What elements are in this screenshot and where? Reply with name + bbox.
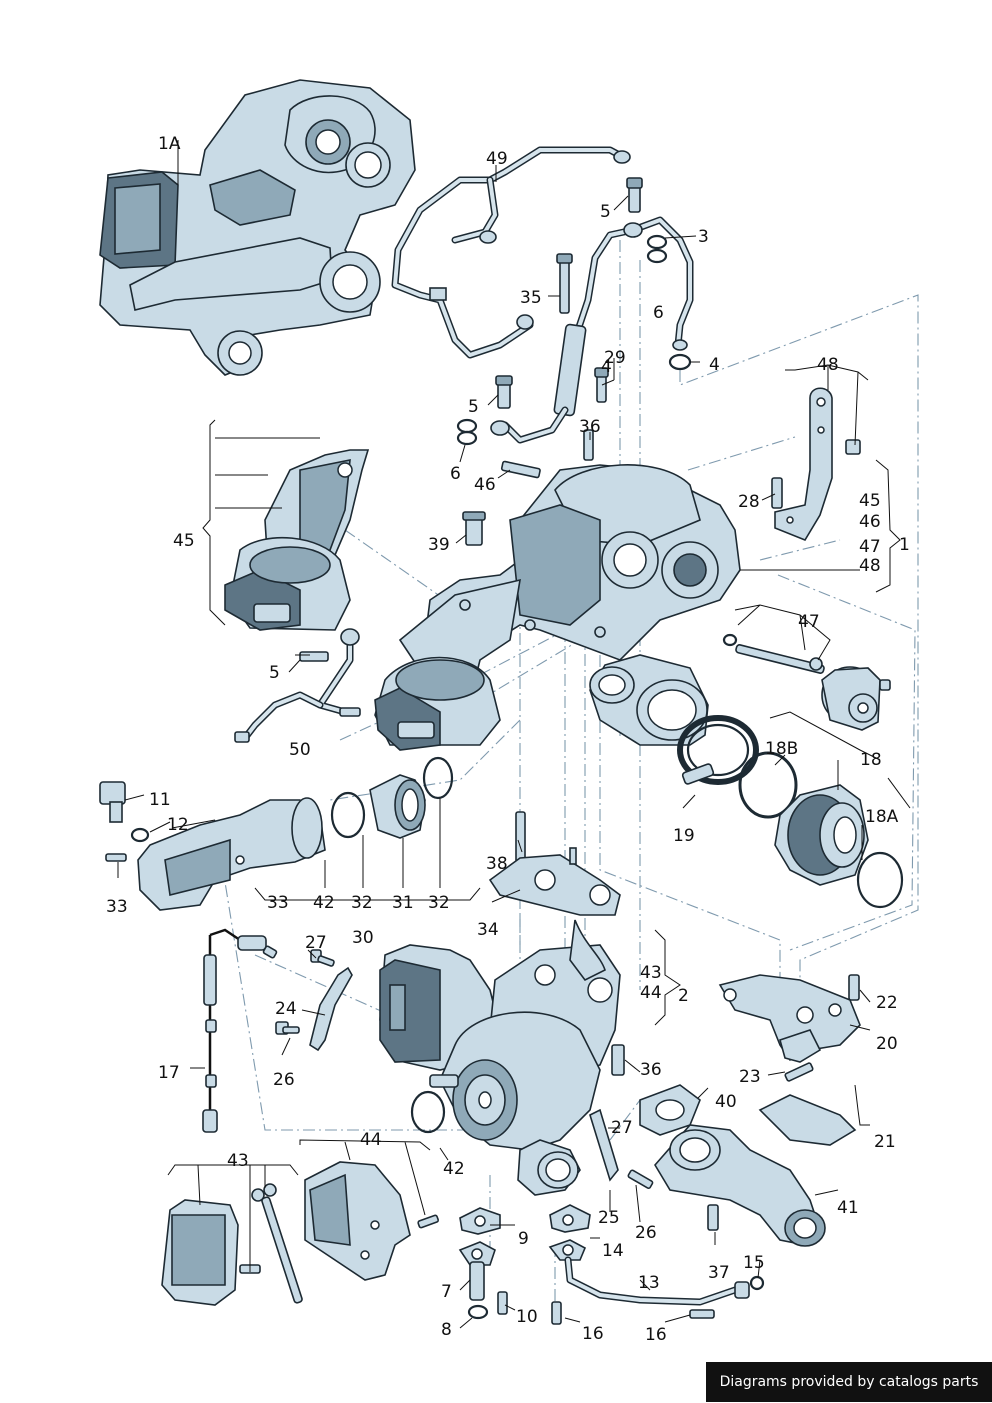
callout-15: 15 xyxy=(743,1253,765,1273)
callout-24: 24 xyxy=(275,999,297,1019)
heat-shield-45 xyxy=(224,449,370,631)
callout-30: 30 xyxy=(352,928,374,948)
callout-43: 43 xyxy=(640,963,662,983)
callout-11: 11 xyxy=(149,790,171,810)
callout-9: 9 xyxy=(518,1229,529,1249)
gasket-34 xyxy=(488,811,621,916)
callout-36: 36 xyxy=(640,1060,662,1080)
callout-17: 17 xyxy=(158,1063,180,1083)
oil-pipe-49 xyxy=(391,146,631,359)
callout-47: 47 xyxy=(798,612,820,632)
callout-46: 46 xyxy=(474,475,496,495)
clamp-18b xyxy=(677,715,798,819)
callout-25: 25 xyxy=(598,1208,620,1228)
callout-27: 27 xyxy=(611,1118,633,1138)
callout-45: 45 xyxy=(859,491,881,511)
callout-33: 33 xyxy=(106,897,128,917)
charge-pipe-30 xyxy=(99,781,326,911)
leader-lines xyxy=(117,140,911,1329)
bracket-48 xyxy=(774,387,833,541)
callout-4: 4 xyxy=(709,355,720,375)
heat-shield-44 xyxy=(304,1161,440,1281)
callout-13: 13 xyxy=(638,1273,660,1293)
outlet-elbow-41 xyxy=(589,1084,826,1247)
callout-12: 12 xyxy=(167,815,189,835)
callout-43: 43 xyxy=(227,1151,249,1171)
oil-return-parts xyxy=(458,1204,765,1325)
sensor-17 xyxy=(202,928,278,1133)
callout-22: 22 xyxy=(876,993,898,1013)
callout-23: 23 xyxy=(739,1067,761,1087)
callout-8: 8 xyxy=(441,1320,452,1340)
callout-19: 19 xyxy=(673,826,695,846)
turbocharger-assembly-1a xyxy=(99,79,416,376)
callout-47: 47 xyxy=(859,537,881,557)
callout-4: 4 xyxy=(601,357,612,377)
callout-18: 18 xyxy=(860,750,882,770)
callout-6: 6 xyxy=(450,464,461,484)
callout-5: 5 xyxy=(269,663,280,683)
callout-5: 5 xyxy=(468,397,479,417)
sensor-line-50 xyxy=(234,628,361,743)
callout-18b: 18B xyxy=(765,739,798,759)
callout-48: 48 xyxy=(817,355,839,375)
turbocharger-1 xyxy=(374,464,741,751)
callout-46: 46 xyxy=(859,512,881,532)
callout-6: 6 xyxy=(653,303,664,323)
callout-38: 38 xyxy=(486,854,508,874)
callout-7: 7 xyxy=(441,1282,452,1302)
callout-34: 34 xyxy=(477,920,499,940)
brace-24 xyxy=(275,949,353,1052)
callout-2: 2 xyxy=(678,986,689,1006)
callout-45: 45 xyxy=(173,531,195,551)
callout-3: 3 xyxy=(698,227,709,247)
callout-1a: 1A xyxy=(158,134,181,154)
callout-27: 27 xyxy=(305,933,327,953)
callout-26: 26 xyxy=(273,1070,295,1090)
actuator-43 xyxy=(161,1183,303,1306)
credit-banner: Diagrams provided by catalogs parts xyxy=(706,1362,992,1402)
callout-39: 39 xyxy=(428,535,450,555)
callout-41: 41 xyxy=(837,1198,859,1218)
callout-21: 21 xyxy=(874,1132,896,1152)
callout-35: 35 xyxy=(520,288,542,308)
actuator-47 xyxy=(722,633,891,731)
callout-31: 31 xyxy=(392,893,414,913)
intake-housing-18 xyxy=(774,784,904,909)
callout-48: 48 xyxy=(859,556,881,576)
bracket-20 xyxy=(718,974,861,1146)
callout-28: 28 xyxy=(738,492,760,512)
callout-44: 44 xyxy=(360,1130,382,1150)
oil-feed-pipe-3 xyxy=(490,216,694,444)
hose-31 xyxy=(330,756,454,839)
callout-37: 37 xyxy=(708,1263,730,1283)
callout-42: 42 xyxy=(443,1159,465,1179)
callout-50: 50 xyxy=(289,740,311,760)
callout-44: 44 xyxy=(640,983,662,1003)
callout-1: 1 xyxy=(899,535,910,555)
callout-36: 36 xyxy=(579,417,601,437)
callout-18a: 18A xyxy=(865,807,899,827)
callout-26: 26 xyxy=(635,1223,657,1243)
callout-49: 49 xyxy=(486,149,508,169)
callout-42: 42 xyxy=(313,893,335,913)
callout-10: 10 xyxy=(516,1307,538,1327)
fasteners-upper xyxy=(456,177,861,546)
callout-40: 40 xyxy=(715,1092,737,1112)
callout-32: 32 xyxy=(351,893,373,913)
callout-29: 29 xyxy=(604,348,626,368)
callout-14: 14 xyxy=(602,1241,624,1261)
callout-16: 16 xyxy=(582,1324,604,1344)
turbocharger-2 xyxy=(379,919,625,1196)
callout-labels: 1A 49 5 3 6 35 4 29 4 5 48 36 6 46 45 28… xyxy=(106,134,910,1345)
callout-32: 32 xyxy=(428,893,450,913)
callout-20: 20 xyxy=(876,1034,898,1054)
callout-33: 33 xyxy=(267,893,289,913)
callout-16: 16 xyxy=(645,1325,667,1345)
callout-5: 5 xyxy=(600,202,611,222)
